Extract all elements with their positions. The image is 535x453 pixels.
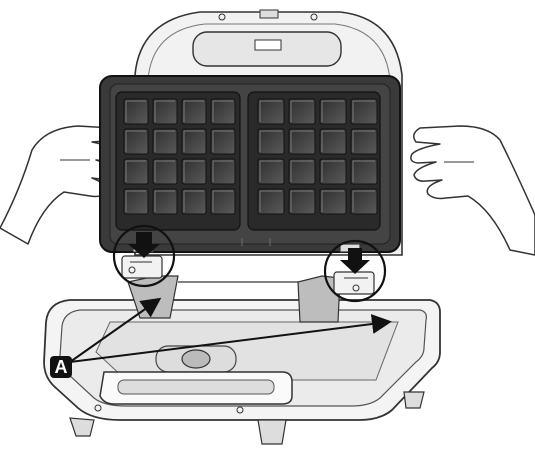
foot — [258, 420, 286, 444]
waffle-cell — [320, 159, 346, 184]
waffle-cell — [351, 129, 377, 154]
waffle-cell — [258, 159, 284, 184]
waffle-cell — [124, 189, 148, 214]
waffle-cell — [211, 129, 235, 154]
waffle-cell — [351, 189, 377, 214]
indicator-light-icon — [182, 350, 210, 368]
waffle-cell — [153, 159, 177, 184]
waffle-cell — [124, 159, 148, 184]
waffle-cell — [124, 129, 148, 154]
base-housing — [44, 276, 440, 444]
waffle-cell — [124, 99, 148, 124]
waffle-cell — [153, 99, 177, 124]
waffle-cell — [182, 99, 206, 124]
waffle-cell — [289, 189, 315, 214]
waffle-cell — [211, 99, 235, 124]
waffle-cell — [153, 129, 177, 154]
waffle-cell — [182, 159, 206, 184]
waffle-cell — [211, 189, 235, 214]
waffle-cell — [320, 99, 346, 124]
right-hand — [411, 126, 535, 255]
waffle-cell — [320, 129, 346, 154]
waffle-cell — [289, 159, 315, 184]
latch-right — [325, 241, 385, 301]
waffle-cell — [351, 159, 377, 184]
foot — [70, 418, 94, 436]
waffle-cell — [258, 129, 284, 154]
waffle-cell — [351, 99, 377, 124]
latch-left — [114, 226, 174, 286]
waffle-cell — [211, 159, 235, 184]
waffle-cell — [153, 189, 177, 214]
waffle-cell — [289, 129, 315, 154]
waffle-cell — [258, 99, 284, 124]
waffle-cell — [320, 189, 346, 214]
waffle-cell — [258, 189, 284, 214]
waffle-cell — [182, 129, 206, 154]
callout-badge: A — [50, 356, 72, 378]
waffle-cell — [289, 99, 315, 124]
foot — [404, 392, 424, 408]
callout-label: A — [55, 357, 68, 377]
waffle-cell — [182, 189, 206, 214]
